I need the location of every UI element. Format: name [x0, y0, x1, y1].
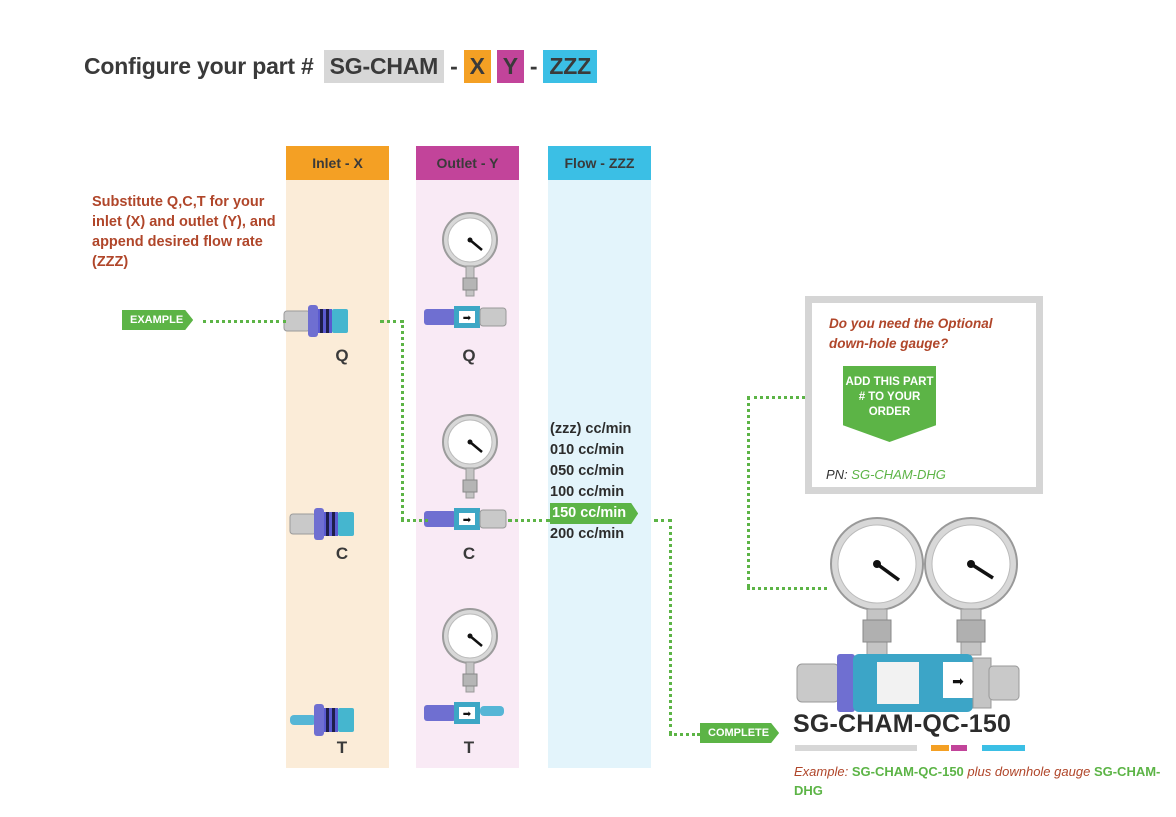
flow-complete-connector: [669, 733, 700, 736]
flow-rate-list: (zzz) cc/min 010 cc/min 050 cc/min 100 c…: [550, 419, 638, 545]
svg-text:➡: ➡: [952, 673, 964, 689]
inlet-letter-t: T: [336, 738, 348, 757]
example-connector: [203, 320, 286, 323]
title-zzz-segment: ZZZ: [543, 49, 597, 83]
inlet-outlet-connector: [401, 519, 428, 522]
base-underline: [795, 745, 917, 751]
svg-text:➡: ➡: [463, 709, 472, 720]
flow-underline: [982, 745, 1025, 751]
example-note: Example: SG-CHAM-QC-150 plus downhole ga…: [794, 762, 1176, 800]
flow-column-body: [548, 180, 651, 768]
instructions-text: Substitute Q,C,T for your inlet (X) and …: [92, 194, 276, 270]
complete-tag: COMPLETE: [700, 723, 779, 743]
flow-complete-connector: [669, 519, 672, 734]
flow-rate-item: 010 cc/min: [550, 442, 625, 458]
optional-part-number: PN: SG-CHAM-DHG: [826, 467, 946, 482]
example-note-prefix: Example:: [794, 764, 849, 779]
title-prefix: Configure your part #: [84, 52, 314, 79]
outlet-letter-q: Q: [462, 346, 476, 365]
outlet-flow-connector: [508, 519, 550, 522]
inlet-column-body: [286, 180, 389, 768]
flow-rate-header: (zzz) cc/min: [550, 421, 632, 437]
optional-gauge-question: Do you need the Optional down-hole gauge…: [829, 316, 993, 351]
flow-rate-item: 050 cc/min: [550, 463, 625, 479]
example-note-gauge: SG-CHAM-DHG: [794, 764, 1161, 798]
outlet-underline: [951, 745, 967, 751]
title-y-segment: Y: [496, 49, 524, 83]
page-title: Configure your part # SG-CHAM - X Y - ZZ…: [84, 48, 597, 84]
example-tag: EXAMPLE: [122, 310, 193, 330]
title-dash: -: [529, 52, 538, 79]
title-base-segment: SG-CHAM: [323, 49, 445, 83]
add-part-button[interactable]: ADD THIS PART # TO YOUR ORDER: [843, 366, 936, 442]
outlet-column-header: Outlet - Y: [416, 146, 519, 180]
optional-connector: [747, 396, 841, 399]
flow-rate-selected: 150 cc/min: [550, 503, 638, 524]
example-note-part: SG-CHAM-QC-150: [851, 764, 964, 779]
inlet-column-header: Inlet - X: [286, 146, 389, 180]
optional-pn-value: SG-CHAM-DHG: [851, 467, 946, 482]
flow-column: Flow - ZZZ: [548, 146, 651, 768]
inlet-letter-q: Q: [335, 346, 349, 365]
svg-text:➡: ➡: [463, 313, 472, 324]
inlet-outlet-connector: [401, 320, 404, 520]
inlet-letter-c: C: [335, 544, 349, 563]
flow-column-header: Flow - ZZZ: [548, 146, 651, 180]
title-dash: -: [450, 52, 458, 79]
flow-complete-connector: [654, 519, 672, 522]
optional-pn-label: PN:: [826, 467, 848, 482]
inlet-underline: [931, 745, 949, 751]
inlet-outlet-connector: [380, 320, 404, 323]
outlet-letter-t: T: [463, 738, 475, 757]
flow-rate-item: 100 cc/min: [550, 484, 625, 500]
svg-text:➡: ➡: [463, 515, 472, 526]
flow-rate-item: 200 cc/min: [550, 526, 625, 542]
inlet-column: Inlet - X: [286, 146, 389, 768]
outlet-letter-c: C: [462, 544, 476, 563]
example-note-mid: plus downhole gauge: [967, 764, 1091, 779]
optional-connector: [747, 587, 827, 590]
complete-part-number: SG-CHAM-QC-150: [793, 710, 1012, 738]
title-x-segment: X: [463, 49, 491, 83]
optional-connector: [747, 396, 750, 588]
